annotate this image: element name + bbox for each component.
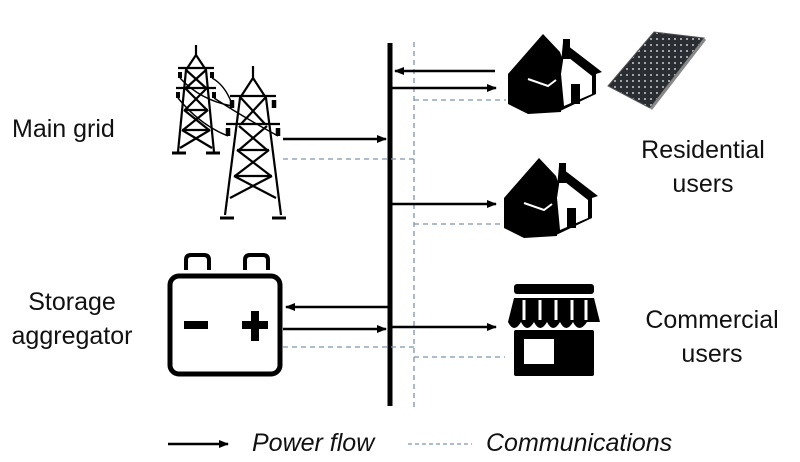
residential-label-line1: Residential <box>641 136 765 164</box>
main-grid-label: Main grid <box>12 115 115 143</box>
commercial-label-line1: Commercial <box>645 306 779 334</box>
residential-label-line2: users <box>672 170 734 198</box>
legend-power-flow-label: Power flow <box>252 429 375 457</box>
commercial-users-label: Commercial users <box>632 303 792 371</box>
storage-label-line2: aggregator <box>11 322 133 350</box>
house-icon <box>508 34 602 114</box>
storefront-icon <box>508 284 600 376</box>
solar-panel-icon <box>607 31 706 110</box>
storage-aggregator-label: Storage aggregator <box>2 285 142 353</box>
residential-users-label: Residential users <box>628 133 778 201</box>
legend-communications-label: Communications <box>486 429 673 457</box>
storage-label-line1: Storage <box>28 288 116 316</box>
commercial-label-line2: users <box>681 340 743 368</box>
house-icon <box>504 158 598 238</box>
battery-icon <box>167 253 283 377</box>
transmission-tower-icon <box>172 45 286 220</box>
